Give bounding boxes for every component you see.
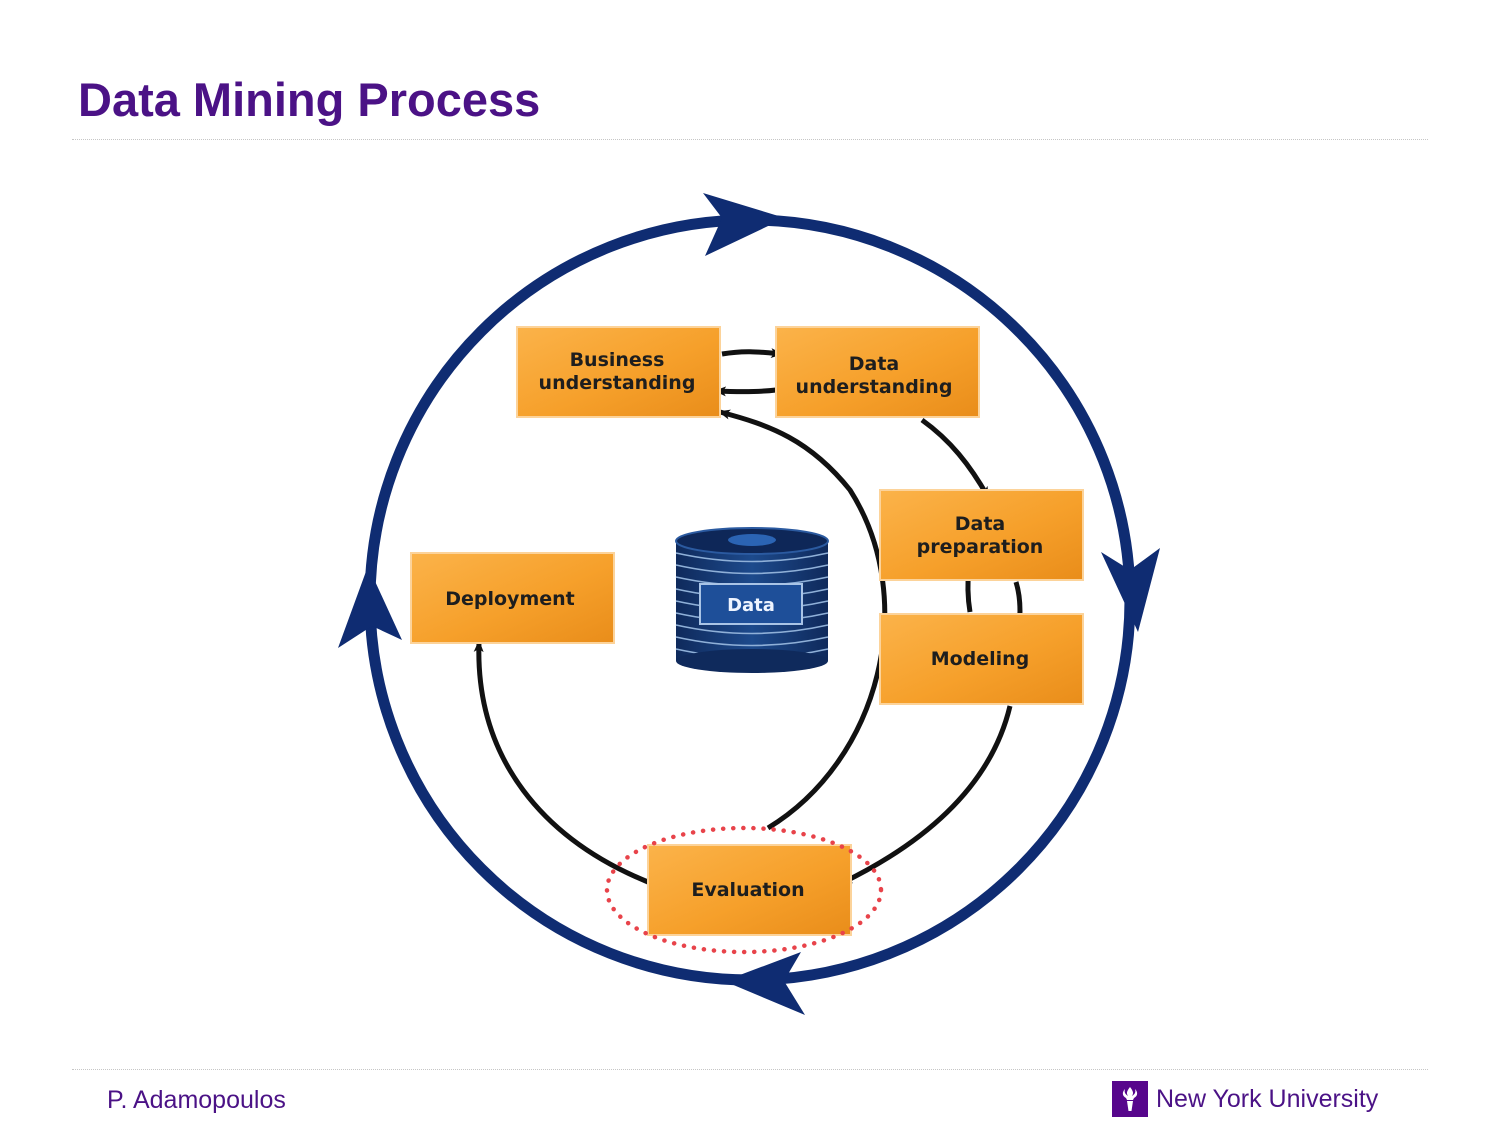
arrow-data-to-business [714, 386, 777, 397]
stage-data-preparation-line-1: Data [955, 513, 1006, 535]
data-store: Data [675, 527, 829, 673]
arrow-evaluation-to-deployment [473, 640, 649, 885]
nyu-torch-logo-icon [1112, 1081, 1148, 1117]
stage-modeling-label: Modeling [931, 648, 1030, 670]
database-label-plate [699, 583, 803, 625]
stage-evaluation-label: Evaluation [691, 879, 804, 901]
cycle-arrow-bottom-icon [724, 952, 805, 1015]
footer-author: P. Adamopoulos [107, 1086, 286, 1114]
stage-business-understanding: Business understanding [516, 326, 721, 418]
stage-business-understanding-line-1: Business [570, 349, 665, 371]
arrow-business-to-data [721, 348, 783, 359]
stage-data-preparation: Data preparation [879, 489, 1084, 581]
stage-modeling: Modeling [879, 613, 1084, 705]
stage-data-understanding: Data understanding [775, 326, 980, 418]
footer-organization-name: New York University [1156, 1084, 1379, 1113]
footer-divider [72, 1069, 1428, 1070]
cycle-arrow-left-icon [338, 566, 402, 648]
outer-cycle [338, 193, 1160, 1015]
cycle-arrow-right-icon [1101, 548, 1160, 632]
slide-title: Data Mining Process [78, 73, 541, 126]
arrow-understanding-to-preparation [920, 417, 991, 499]
stage-evaluation: Evaluation [647, 844, 852, 936]
footer-organization: New York University [1112, 1081, 1378, 1117]
evaluation-highlight-ring [604, 825, 884, 955]
stage-data-understanding-line-1: Data [849, 353, 900, 375]
stage-data-preparation-line-2: preparation [917, 536, 1044, 558]
stage-data-understanding-line-2: understanding [796, 376, 953, 398]
database-label: Data [727, 595, 775, 616]
arrow-modeling-to-evaluation [840, 705, 1013, 886]
stage-deployment: Deployment [410, 552, 615, 644]
arrow-evaluation-to-business [718, 409, 888, 831]
stage-business-understanding-line-2: understanding [539, 372, 696, 394]
stage-deployment-label: Deployment [445, 588, 575, 610]
cycle-arrow-top-icon [703, 193, 785, 256]
title-divider [72, 139, 1428, 140]
